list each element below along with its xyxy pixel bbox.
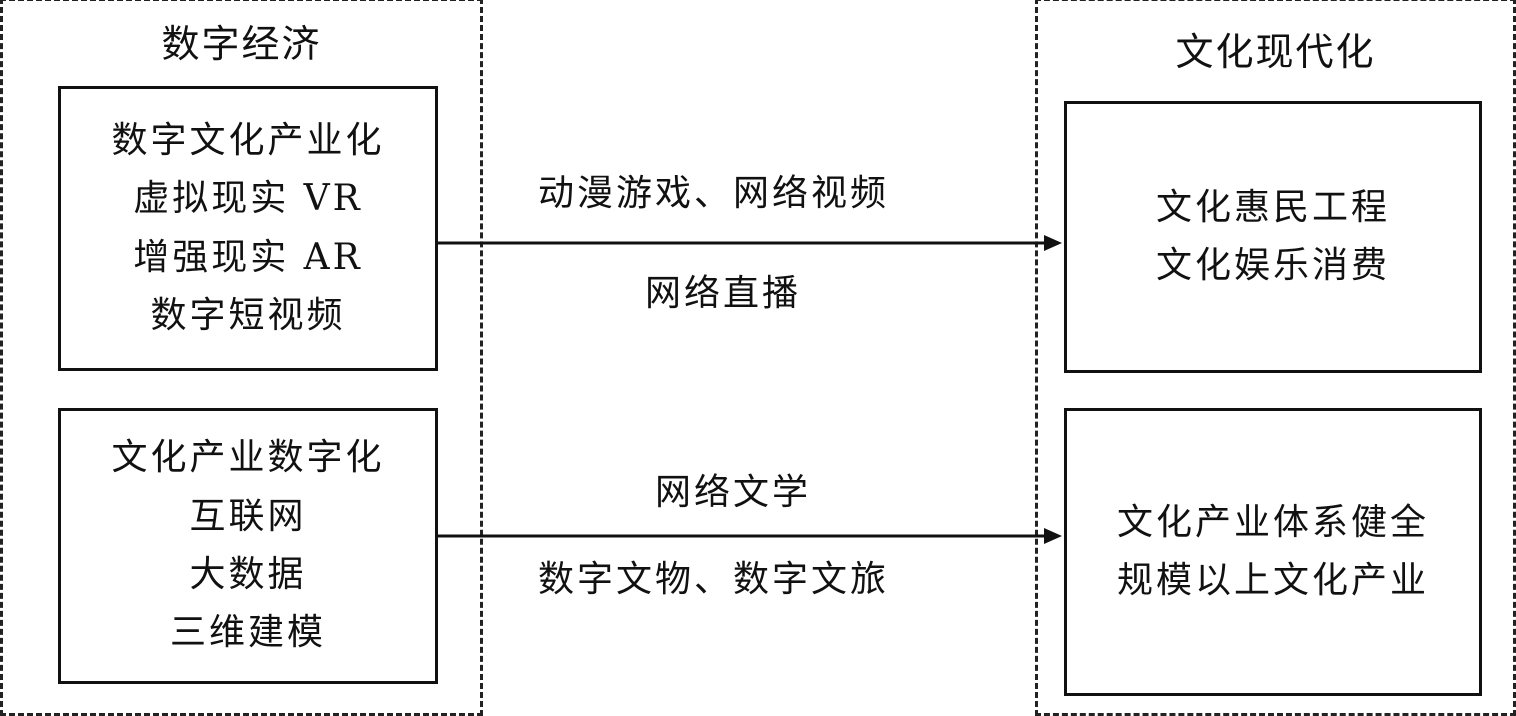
bottom-arrow-label-below: 数字文物、数字文旅	[538, 559, 890, 600]
bottom-arrow-label-above: 网络文学	[655, 472, 812, 513]
cultural-modernization-title: 文化现代化	[1175, 30, 1376, 74]
cultural-industry-digitalization-box: 文化产业数字化 互联网 大数据 三维建模	[58, 408, 438, 684]
box-line: 增强现实 AR	[133, 236, 363, 278]
box-line: 文化惠民工程	[1155, 186, 1390, 228]
box-line: 规模以上文化产业	[1116, 560, 1429, 601]
cultural-modernization-group: 文化现代化	[1035, 0, 1516, 716]
bottom-arrow	[438, 528, 1062, 544]
cultural-industry-system-box: 文化产业体系健全 规模以上文化产业	[1064, 408, 1482, 696]
box-line: 虚拟现实 VR	[133, 178, 363, 220]
box-line: 文化产业体系健全	[1116, 501, 1429, 543]
box-line: 数字文化产业化	[111, 119, 385, 161]
box-line: 大数据	[189, 554, 307, 595]
box-line: 数字短视频	[150, 294, 346, 336]
top-arrow-label-below: 网络直播	[645, 273, 802, 314]
box-line: 文化娱乐消费	[1155, 245, 1390, 286]
box-line: 文化产业数字化	[111, 437, 385, 479]
top-arrow	[438, 235, 1062, 251]
digital-economy-title: 数字经济	[161, 22, 322, 66]
top-arrow-label-above: 动漫游戏、网络视频	[538, 173, 890, 214]
box-line: 互联网	[189, 495, 307, 537]
box-line: 三维建模	[169, 612, 326, 654]
cultural-benefit-box: 文化惠民工程 文化娱乐消费	[1064, 101, 1482, 373]
digital-culture-industrialization-box: 数字文化产业化 虚拟现实 VR 增强现实 AR 数字短视频	[58, 86, 438, 371]
